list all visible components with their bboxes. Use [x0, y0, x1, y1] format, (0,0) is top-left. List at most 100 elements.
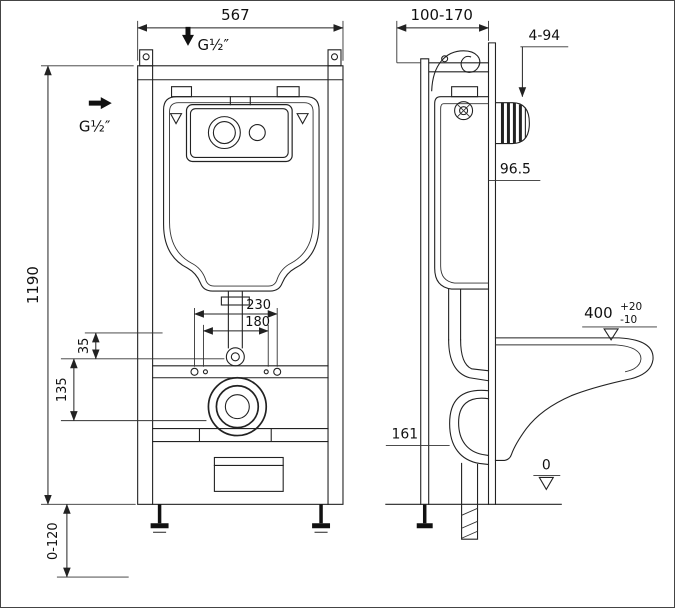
- dim-135: 135: [55, 358, 207, 422]
- anchor-bolt: [441, 55, 449, 63]
- flush-plate: [185, 96, 293, 163]
- extension-lines: [194, 307, 278, 367]
- anchor-hook: [431, 50, 481, 92]
- push-rod: [495, 102, 530, 145]
- dim-bolt-180: 180: [202, 315, 270, 367]
- flush-button-large-inner: [212, 121, 236, 145]
- fixing-holes: [190, 367, 282, 376]
- dim-datum-0: 0: [533, 457, 561, 491]
- datum-triangle-icon: [603, 328, 620, 341]
- cistern: [163, 86, 320, 292]
- tolerance-minus-label: -10: [620, 314, 637, 326]
- trap-inner: [458, 397, 490, 457]
- drain-outer-ring: [207, 376, 268, 437]
- datum-triangle-icon: [538, 476, 555, 491]
- dim-width-567: 567: [137, 6, 344, 61]
- inlet-elbow: [225, 347, 245, 367]
- flush-bend-curves: [448, 339, 490, 382]
- outlet-housing: [213, 456, 284, 492]
- bracket-hole-left: [142, 53, 150, 61]
- dim-width-label: 567: [221, 6, 250, 24]
- drain-outlet: [207, 376, 268, 437]
- fill-valve-inner: [459, 106, 469, 116]
- dim-96-5-label: 96.5: [500, 161, 531, 177]
- flush-plate-inner: [189, 108, 289, 159]
- bracket-hole-right: [330, 53, 339, 61]
- dim-datum-label: 0: [542, 457, 551, 473]
- flush-pipe: [220, 290, 250, 367]
- drain-inner-ring: [224, 394, 250, 420]
- toilet-bowl: [494, 337, 654, 462]
- frame-outline: [137, 65, 344, 505]
- plate-connectors: [229, 96, 251, 106]
- flush-pipe-lines: [227, 290, 243, 349]
- dim-height-1190: 1190: [24, 65, 136, 505]
- dim-bowl-height-400: 400 +20 -10: [582, 301, 657, 341]
- trap-outer: [449, 389, 490, 466]
- front-view: 567 1190 G½″ G½″ 230 180 35: [24, 6, 344, 578]
- dim-rod-4-94: 4-94: [518, 28, 569, 98]
- bolt-hole: [263, 369, 269, 375]
- wall-panel: [487, 42, 497, 505]
- bolt-hole: [273, 367, 282, 376]
- inlet-top-marker: G½″: [182, 26, 230, 54]
- extension-lines: [137, 20, 344, 61]
- flush-plate-outer: [185, 104, 293, 163]
- dim-400-label: 400: [584, 304, 613, 322]
- flush-button-small: [248, 124, 266, 142]
- outlet-box: [213, 456, 284, 492]
- side-view: 100-170 4-94 96.5 400 +20 -10 161 0: [385, 6, 657, 540]
- inlet-side-label: G½″: [79, 118, 111, 136]
- dim-96-5: 96.5: [488, 161, 541, 181]
- fill-valve: [454, 101, 474, 121]
- feet-stems: [157, 504, 323, 524]
- cistern-profile: [434, 86, 490, 290]
- water-level-marks: [169, 113, 310, 125]
- dim-rod-label: 4-94: [528, 28, 560, 44]
- trap-drain: [449, 389, 490, 540]
- foot-pad: [416, 523, 433, 529]
- down-arrow-icon: [182, 26, 194, 46]
- dim-height-label: 1190: [24, 266, 42, 304]
- dim-161: 161: [385, 427, 450, 446]
- flush-bend: [448, 288, 490, 382]
- frame-rails: [137, 65, 344, 505]
- inlet-top-label: G½″: [197, 36, 229, 54]
- tolerance-plus-label: +20: [620, 301, 642, 313]
- dim-depth-label: 100-170: [410, 6, 472, 24]
- frame-profile-lines: [420, 58, 490, 505]
- cistern-profile-inner: [440, 103, 489, 284]
- dim-feet-adjust: 0-120: [46, 503, 129, 578]
- dim-161-label: 161: [391, 427, 418, 443]
- dim-35: 35: [60, 332, 225, 360]
- inlet-side-marker: G½″: [79, 97, 112, 136]
- fill-valve-cross: [457, 104, 470, 117]
- dim-35-label: 35: [77, 338, 92, 354]
- bowl-outline: [494, 337, 654, 462]
- cistern-fittings: [170, 86, 300, 98]
- cistern-body: [163, 96, 320, 292]
- cistern-profile-outer: [434, 96, 490, 290]
- flush-button-large: [207, 116, 241, 150]
- feet-pads: [150, 523, 331, 529]
- pipe-flange: [220, 296, 250, 306]
- right-arrow-icon: [88, 97, 112, 110]
- drop-pipe-hatch: [461, 507, 478, 539]
- push-rod-outline: [495, 102, 530, 145]
- dim-230-label: 230: [246, 298, 271, 313]
- wall-bracket-tabs: [139, 49, 342, 67]
- dim-bolt-230: 230: [193, 298, 278, 367]
- dim-135-label: 135: [55, 377, 70, 402]
- dim-180-label: 180: [245, 315, 270, 330]
- bolt-hole: [190, 367, 199, 376]
- cistern-top-fitting: [451, 86, 479, 98]
- dim-feet-label: 0-120: [46, 522, 61, 560]
- frame-profile: [416, 58, 490, 529]
- extension-lines: [40, 65, 136, 505]
- bowl-rim-line: [495, 344, 642, 373]
- bolt-hole: [202, 369, 208, 375]
- cistern-inner-wall: [169, 102, 314, 287]
- drain-mid-ring: [215, 384, 260, 429]
